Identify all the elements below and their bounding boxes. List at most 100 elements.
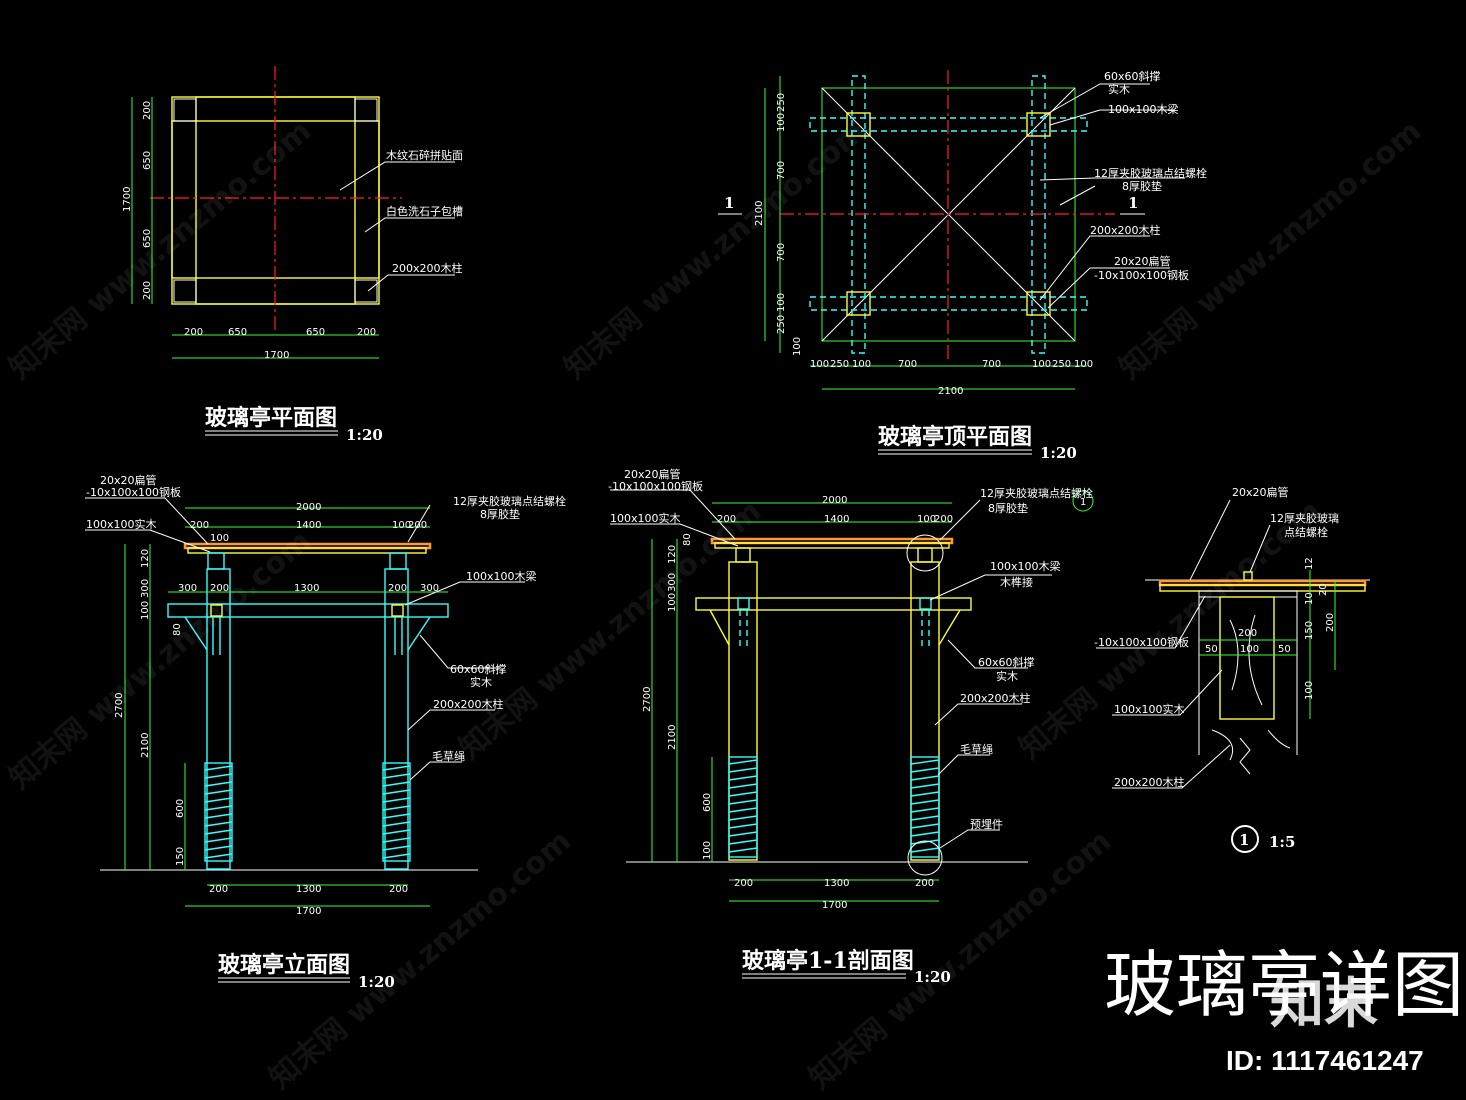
detail-dim-r1: 10 [1304, 592, 1315, 605]
elev-note-1: -10x100x100钢板 [86, 485, 181, 499]
plan-dim-b2: 650 [306, 327, 325, 338]
sect-note-4: 8厚胶垫 [988, 501, 1028, 515]
elev-dim-l4: 2700 [114, 693, 125, 718]
sect-note-1: -10x100x100钢板 [608, 479, 703, 493]
sect-dim-l5: 2100 [667, 725, 678, 750]
plan-dim-b0: 200 [184, 327, 203, 338]
elev-note-3: 12厚夹胶玻璃点结螺栓 [453, 494, 566, 508]
detail-note-1: 12厚夹胶玻璃 [1270, 511, 1339, 525]
plan-column-ne [354, 98, 378, 122]
roof-note-7: -10x100x100钢板 [1094, 268, 1189, 282]
detail-scale: 1:5 [1269, 833, 1295, 851]
roof-dim-b4: 700 [982, 359, 1001, 370]
plan-note-1: 白色洗石子包槽 [386, 204, 463, 218]
roof-dim-l6: 100 [792, 337, 803, 356]
elev-note-5: 100x100木梁 [466, 569, 537, 583]
plan-note-2: 200x200木柱 [392, 261, 463, 275]
sheet-title: 玻璃亭详图 [1104, 943, 1464, 1027]
watermark-4: 知末网 www.znzmo.com [3, 524, 318, 797]
elev-dim-l1: 300 [140, 579, 151, 598]
detail-note-4: 100x100实木 [1114, 702, 1185, 716]
sect-note-8: 实木 [996, 669, 1018, 683]
sect-note-6: 木榫接 [1000, 575, 1033, 589]
elev-note-2: 100x100实木 [86, 517, 157, 531]
detail-mark: 1 [1239, 831, 1249, 849]
sect-dim-l1: 120 [667, 545, 678, 564]
sect-dim-top-d: 200 [934, 514, 953, 525]
plan-column-se [354, 279, 378, 303]
plan-column-sw [173, 279, 197, 303]
sect-dim-top-b: 1400 [824, 514, 849, 525]
detail-dim-r0: 12 [1304, 557, 1315, 570]
plan-view: 200 650 650 200 1700 200 650 650 200 170… [122, 66, 463, 444]
roof-dim-b7: 100 [1074, 359, 1093, 370]
elev-dim-col-0: 200 [210, 583, 229, 594]
roof-note-2: 100x100木梁 [1108, 102, 1179, 116]
elev-dim-top-b: 1400 [296, 520, 321, 531]
watermark-3: 知末网 www.znzmo.com [1113, 114, 1428, 387]
roof-note-5: 200x200木柱 [1090, 223, 1161, 237]
sect-note-10: 毛草绳 [960, 742, 993, 756]
roof-note-1: 实木 [1108, 82, 1130, 96]
sect-scale: 1:20 [914, 968, 951, 986]
detail-dim-r4: 200 [1325, 613, 1336, 632]
roof-dim-b0: 100 [810, 359, 829, 370]
sect-dim-total-b: 1700 [822, 900, 847, 911]
roof-dim-l1: 100 [776, 113, 787, 132]
elev-dim-top-total: 2000 [296, 502, 321, 513]
elev-note-0: 20x20扁管 [100, 473, 157, 487]
brand-logo: 知末 [1270, 972, 1378, 1035]
elev-note-9: 毛草绳 [432, 749, 465, 763]
elev-column-left [206, 568, 231, 870]
sect-dim-l6: 600 [702, 793, 713, 812]
sect-beam [695, 597, 972, 611]
roof-scale: 1:20 [1040, 444, 1077, 462]
sect-dim-l7: 100 [702, 841, 713, 860]
watermark-1: 知末网 www.znzmo.com [3, 114, 318, 387]
roof-note-3: 12厚夹胶玻璃点结螺栓 [1094, 166, 1207, 180]
detail-mark-circle [1231, 825, 1259, 853]
elev-dim-b1: 1300 [296, 884, 321, 895]
roof-post-se [1026, 291, 1051, 316]
elev-dim-l3: 80 [172, 623, 183, 636]
sect-rope-right [910, 756, 940, 858]
detail-view: 200 50 100 50 12 10 20 150 200 100 20x20… [1094, 485, 1370, 853]
plan-dim-total-b: 1700 [264, 350, 289, 361]
elev-dim-l7: 150 [175, 847, 186, 866]
roof-section-mark-right: 1 [1128, 194, 1138, 212]
sect-dim-b0: 200 [734, 878, 753, 889]
elev-dim-top-e: 100 [210, 533, 229, 544]
plan-dim-b3: 200 [357, 327, 376, 338]
detail-dim-mid-2: 50 [1278, 644, 1291, 655]
roof-dim-l5: 250 [776, 315, 787, 334]
sect-detail-callout [1072, 490, 1094, 512]
sect-dim-b2: 200 [915, 878, 934, 889]
sect-note-5: 100x100木梁 [990, 559, 1061, 573]
elev-dim-beam-1: 1300 [294, 583, 319, 594]
roof-beam-bottom [809, 296, 1088, 311]
elev-rope-left [204, 762, 233, 862]
section-view: 1 2000 200 1400 100 200 200 1300 200 170… [608, 467, 1094, 986]
detail-dim-r3: 150 [1304, 621, 1315, 640]
elev-dim-l2: 100 [140, 601, 151, 620]
plan-dim-l2: 650 [142, 229, 153, 248]
sect-dim-l4: 2700 [642, 687, 653, 712]
elev-dim-top-a: 200 [190, 520, 209, 531]
plan-dim-b1: 650 [228, 327, 247, 338]
elev-dim-beam-0: 300 [178, 583, 197, 594]
detail-dim-top: 200 [1238, 628, 1257, 639]
detail-dim-r2: 20 [1318, 583, 1329, 596]
sect-note-3: 12厚夹胶玻璃点结螺栓 [980, 486, 1093, 500]
sect-dim-top-c: 100 [917, 514, 936, 525]
roof-section-mark-left: 1 [724, 194, 734, 212]
roof-note-0: 60x60斜撑 [1104, 69, 1161, 83]
elev-dim-b2: 200 [389, 884, 408, 895]
watermark-2: 知末网 www.znzmo.com [558, 114, 873, 387]
sect-note-2: 100x100实木 [610, 511, 681, 525]
watermark-6: 知末网 www.znzmo.com [1013, 494, 1328, 767]
roof-dim-l0: 250 [776, 93, 787, 112]
drawing-id: ID: 1117461247 [1226, 1045, 1424, 1076]
roof-note-6: 20x20扁管 [1114, 254, 1171, 268]
roof-dim-total-b: 2100 [938, 386, 963, 397]
sect-note-0: 20x20扁管 [624, 467, 681, 481]
